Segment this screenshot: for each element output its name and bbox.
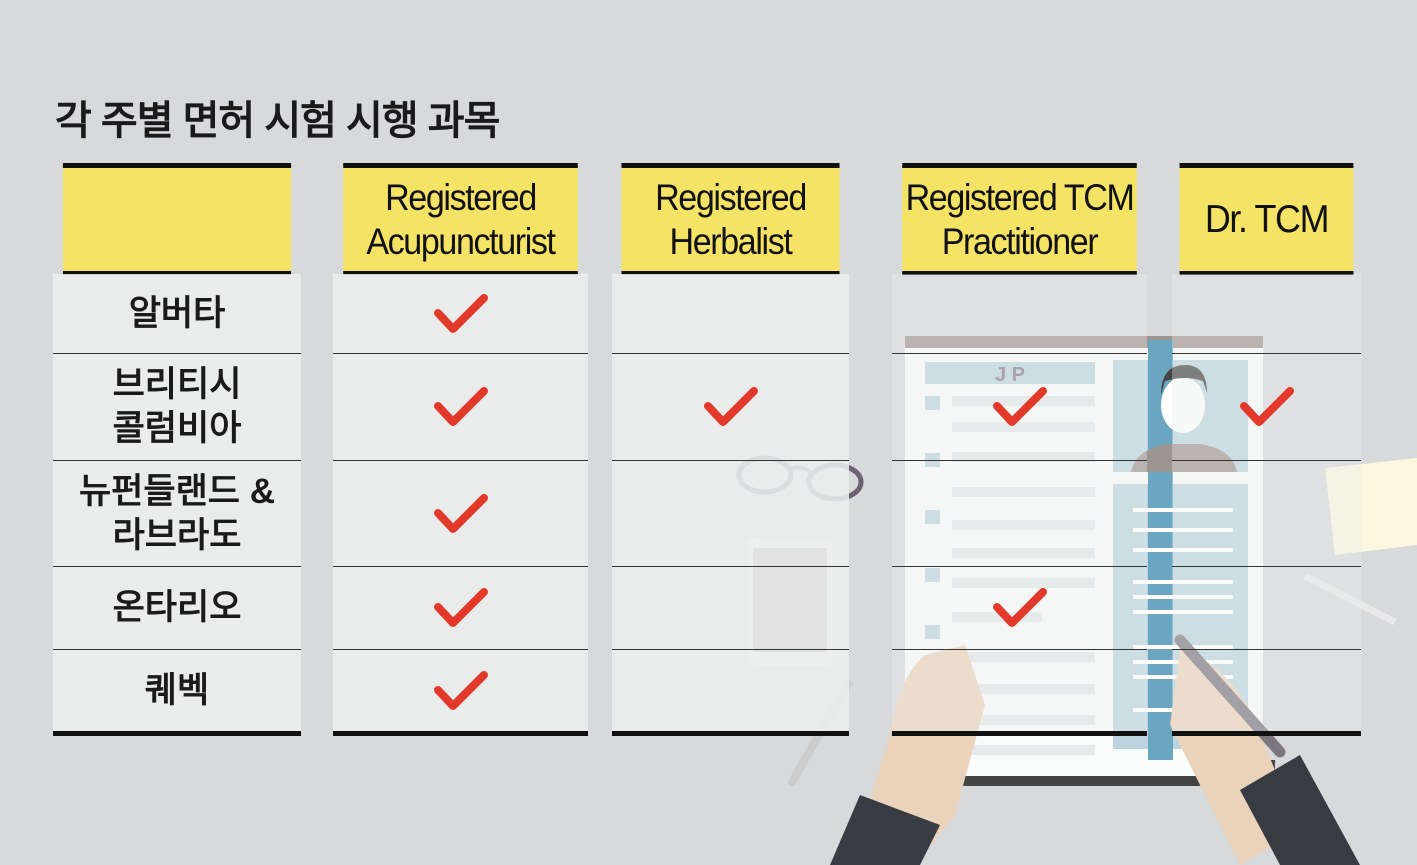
column-header: Registered Herbalist (621, 163, 840, 275)
checkmark-icon (703, 387, 758, 426)
column-header: Dr. TCM (1179, 163, 1354, 275)
checkmark-icon (433, 293, 488, 333)
check-cell (612, 274, 849, 354)
pencil-icon (1303, 572, 1397, 626)
license-column: Dr. TCM (1172, 163, 1361, 736)
check-cell (1172, 650, 1361, 736)
check-cell (612, 461, 849, 567)
check-cell (612, 354, 849, 461)
check-cell (612, 567, 849, 650)
checkmark-icon (433, 670, 488, 710)
sticky-note-icon (1325, 458, 1417, 555)
check-cell (333, 567, 588, 650)
province-cell: 퀘벡 (53, 650, 301, 736)
checkmark-icon (433, 588, 488, 627)
column-header: Registered TCM Practitioner (902, 163, 1137, 275)
province-cell: 브리티시 콜럼비아 (53, 354, 301, 461)
license-column: Registered Herbalist (612, 163, 849, 736)
page-title: 각 주별 면허 시험 시행 과목 (55, 99, 500, 143)
check-cell (333, 650, 588, 736)
check-cell (1172, 354, 1361, 461)
province-cell: 알버타 (53, 274, 301, 354)
checkmark-icon (433, 493, 488, 533)
province-cell: 온타리오 (53, 567, 301, 650)
resume-initials: J P (995, 364, 1025, 386)
province-cell: 뉴펀들랜드 & 라브라도 (53, 461, 301, 567)
province-column: 알버타 브리티시 콜럼비아 뉴펀들랜드 & 라브라도 온타리오 퀘벡 (53, 163, 301, 736)
check-cell (892, 461, 1147, 567)
license-column: Registered Acupuncturist (333, 163, 588, 736)
checkmark-icon (1239, 387, 1294, 426)
check-cell (333, 354, 588, 461)
checkmark-icon (992, 588, 1047, 627)
check-cell (1172, 461, 1361, 567)
check-cell (892, 354, 1147, 461)
check-cell (892, 567, 1147, 650)
check-cell (612, 650, 849, 736)
hands-icon (830, 634, 1360, 865)
column-header: Registered Acupuncturist (343, 163, 578, 275)
check-cell (892, 274, 1147, 354)
license-column: Registered TCM Practitioner (892, 163, 1147, 736)
check-cell (333, 461, 588, 567)
check-cell (1172, 274, 1361, 354)
check-cell (892, 650, 1147, 736)
checkmark-icon (992, 387, 1047, 426)
header-cell-empty (62, 163, 292, 275)
checkmark-icon (433, 387, 488, 426)
check-cell (1172, 567, 1361, 650)
check-cell (333, 274, 588, 354)
